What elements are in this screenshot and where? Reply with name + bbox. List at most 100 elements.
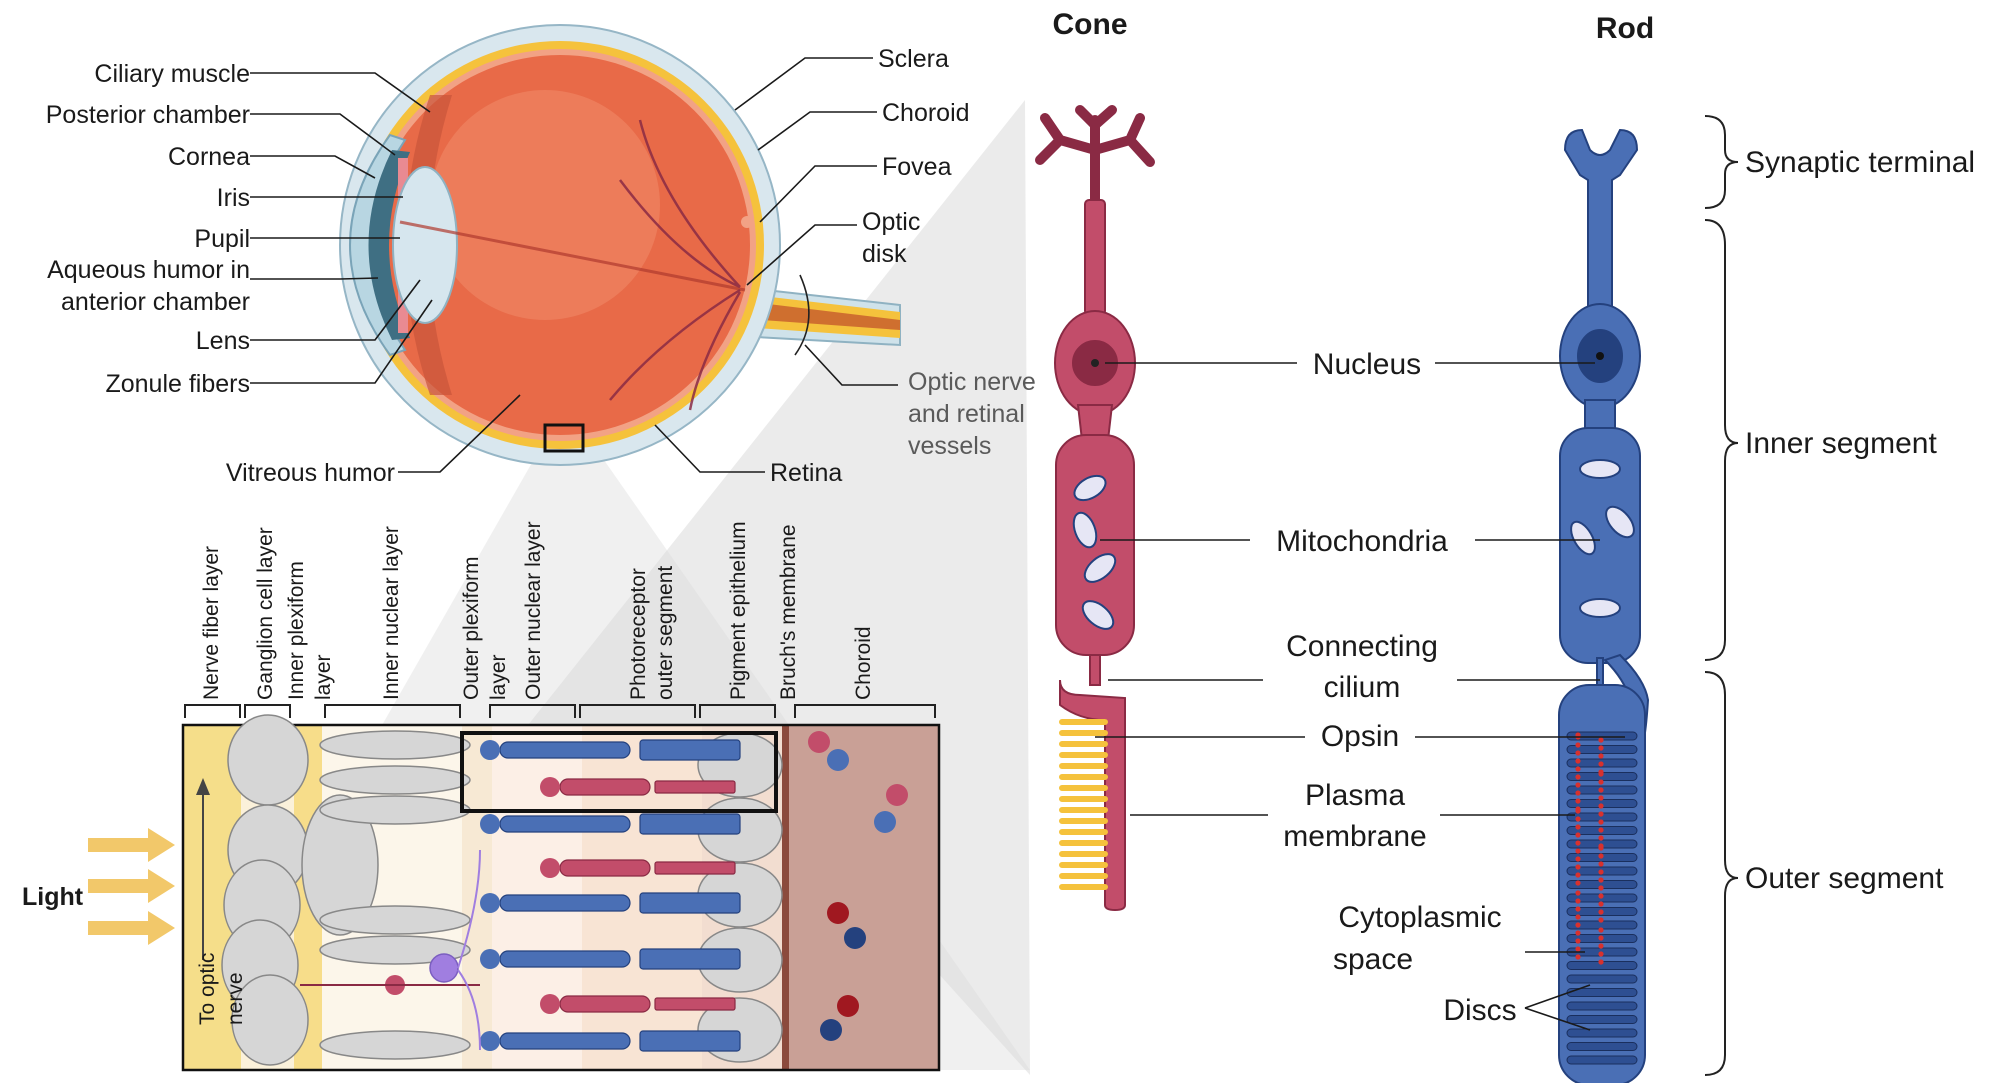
label-opsin: Opsin [1321,720,1399,753]
label-outer-plexiform-1: Outer plexiform [460,556,483,700]
rod-discs [1566,731,1638,1065]
label-discs: Discs [1443,994,1516,1027]
opsin-dot [1575,872,1581,878]
opsin-dot [1575,750,1581,756]
opsin-dot [1575,742,1581,748]
label-to-optic-2: nerve [224,972,247,1025]
label-connecting-2: cilium [1324,671,1401,704]
label-outer-nuclear-layer: Outer nuclear layer [522,521,545,700]
zoom-box [543,423,585,453]
opsin-dot [1575,890,1581,896]
rod-mitochondria [1570,459,1635,618]
opsin-dot [1598,845,1604,851]
label-optic-disk-1: Optic [862,208,920,236]
label-photoreceptor-2: outer segment [654,566,677,700]
opsin-dot [1598,779,1604,785]
opsin-dot [1598,943,1604,949]
label-aqueous-humor-2: anterior chamber [61,288,250,316]
label-choroid-layer: Choroid [852,626,875,700]
label-inner-plexiform-2: layer [312,654,335,700]
opsin-dot [1575,930,1581,936]
opsin-dot [1598,959,1604,965]
opsin-dot [1598,771,1604,777]
label-connecting-1: Connecting [1286,630,1438,663]
opsin-dot [1598,893,1604,899]
label-optic-nerve-3: vessels [908,432,991,460]
label-mitochondria: Mitochondria [1276,525,1448,558]
label-cornea: Cornea [168,143,250,171]
opsin-dot [1575,832,1581,838]
rod-disc [1566,1015,1638,1024]
choroid-band [789,725,939,1070]
opsin-dot [1575,880,1581,886]
rod-disc [1566,974,1638,984]
opsin-dot [1575,856,1581,862]
eye-right-labels: Sclera Choroid Fovea Optic disk Optic ne… [226,45,1036,487]
opsin-dot [1598,787,1604,793]
opsin-dot [1598,909,1604,915]
retinal-vessels [609,119,742,411]
layer-brackets [184,704,936,718]
opsin-dot [1598,861,1604,867]
opsin-dot [1598,761,1604,767]
label-plasma-1: Plasma [1305,779,1405,812]
cone-mitochondria [1072,474,1117,630]
opsin-dot [1575,898,1581,904]
label-inner-nuclear-layer: Inner nuclear layer [380,526,403,700]
photoreceptor-leaders [1095,362,1625,1031]
opsin-dot [1598,753,1604,759]
light-arrows [88,828,175,945]
opsin-dot [1575,758,1581,764]
opsin-dot [1575,816,1581,822]
label-synaptic-terminal: Synaptic terminal [1745,146,1975,179]
label-optic-nerve-2: and retinal [908,400,1025,428]
opsin-dot [1598,835,1604,841]
opsin-dot [1598,917,1604,923]
opsin-dot [1575,848,1581,854]
segment-braces [1704,115,1739,1076]
label-vitreous-humor: Vitreous humor [226,459,395,487]
opsin-dot [1598,885,1604,891]
label-posterior-chamber: Posterior chamber [46,101,250,129]
opsin-dot [1575,782,1581,788]
label-inner-plexiform-1: Inner plexiform [285,561,308,700]
opsin-dot [1598,811,1604,817]
opsin-dot [1598,745,1604,751]
highlight-box [460,731,778,813]
opsin-dot [1575,864,1581,870]
cone-membrane-folds [1059,719,1108,890]
opsin-dot [1575,840,1581,846]
opsin-dot [1575,954,1581,960]
title-rod: Rod [1596,12,1654,45]
opsin-dot [1575,914,1581,920]
title-cone: Cone [1053,8,1128,41]
opsin-dot [1598,901,1604,907]
label-photoreceptor-1: Photoreceptor [627,568,650,700]
opsin-dot [1598,877,1604,883]
label-ciliary-muscle: Ciliary muscle [94,60,250,88]
label-iris: Iris [217,184,250,212]
label-outer-segment: Outer segment [1745,862,1944,895]
eyeball [339,24,901,466]
photoreceptor-rows [300,739,741,1052]
opsin-dot [1575,798,1581,804]
label-to-optic-1: To optic [196,953,219,1025]
label-cytoplasmic-2: space [1333,943,1413,976]
label-aqueous-humor-1: Aqueous humor in [47,256,250,284]
opsin-dot [1598,927,1604,933]
label-inner-segment: Inner segment [1745,427,1937,460]
label-nerve-fiber-layer: Nerve fiber layer [200,546,223,700]
opsin-dot [1598,795,1604,801]
label-retina: Retina [770,459,842,487]
rod-disc [1566,1042,1638,1051]
label-zonule-fibers: Zonule fibers [105,370,250,398]
opsin-dot [1598,819,1604,825]
label-ganglion-cell-layer: Ganglion cell layer [254,527,277,700]
opsin-dot [1575,790,1581,796]
label-pigment-epithelium: Pigment epithelium [727,521,750,700]
rod-disc [1566,1028,1638,1038]
opsin-dot [1598,869,1604,875]
label-outer-plexiform-2: layer [487,654,510,700]
label-optic-disk-2: disk [862,240,907,268]
